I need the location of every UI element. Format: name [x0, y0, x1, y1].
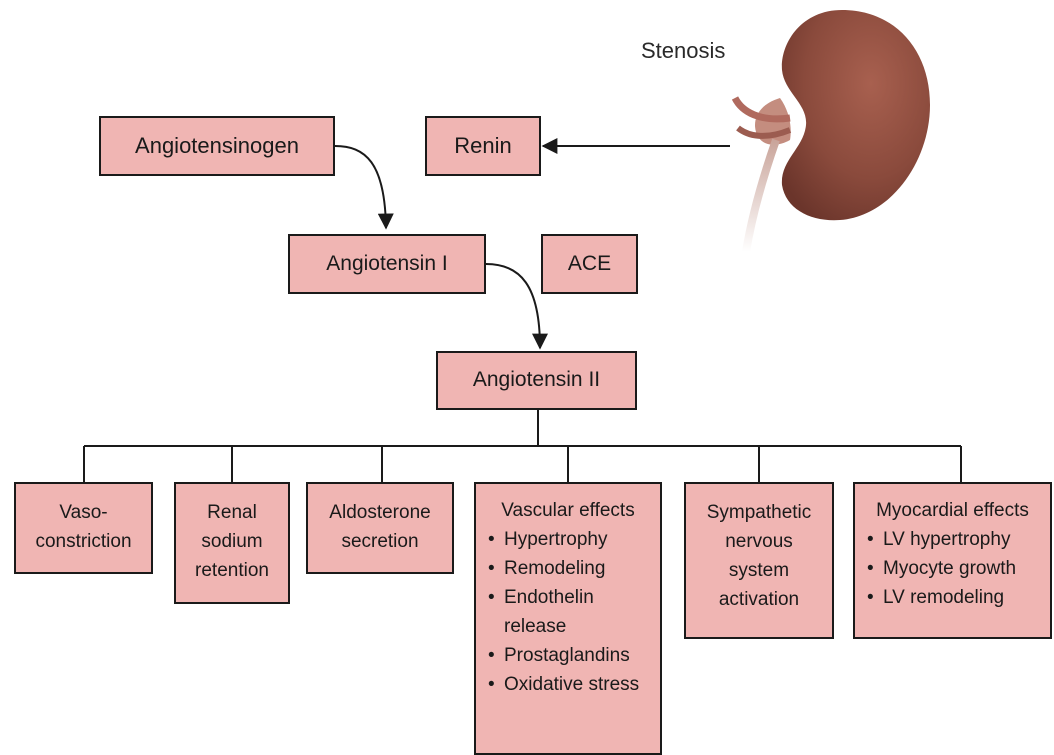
renin-box: Renin	[425, 116, 541, 176]
arrow-angiotensinogen-to-angiotensin-i	[335, 146, 386, 228]
sympathetic-line-2: nervous	[686, 527, 832, 556]
angiotensinogen-box: Angiotensinogen	[99, 116, 335, 176]
myocardial-effects-list: •LV hypertrophy •Myocyte growth •LV remo…	[855, 525, 1050, 612]
vascular-item: •Hypertrophy	[488, 525, 660, 554]
vasoconstriction-line-2: constriction	[16, 527, 151, 556]
angiotensin-ii-box: Angiotensin II	[436, 351, 637, 410]
vascular-effects-list: •Hypertrophy •Remodeling •Endothelin rel…	[476, 525, 660, 699]
stenosis-label: Stenosis	[641, 38, 725, 64]
vascular-item: •Remodeling	[488, 554, 660, 583]
aldosterone-secretion-box: Aldosterone secretion	[306, 482, 454, 574]
aldosterone-line-2: secretion	[308, 527, 452, 556]
renal-sodium-retention-box: Renal sodium retention	[174, 482, 290, 604]
vascular-effects-title: Vascular effects	[476, 496, 660, 525]
vascular-effects-box: Vascular effects •Hypertrophy •Remodelin…	[474, 482, 662, 755]
renal-sodium-line-1: Renal	[176, 498, 288, 527]
sympathetic-line-3: system	[686, 556, 832, 585]
sympathetic-line-4: activation	[686, 585, 832, 614]
myocardial-item: •LV hypertrophy	[867, 525, 1050, 554]
aldosterone-line-1: Aldosterone	[308, 498, 452, 527]
myocardial-effects-box: Myocardial effects •LV hypertrophy •Myoc…	[853, 482, 1052, 639]
ace-label: ACE	[568, 251, 611, 277]
vascular-item: •Prostaglandins	[488, 641, 660, 670]
myocardial-item: •LV remodeling	[867, 583, 1050, 612]
vasoconstriction-box: Vaso- constriction	[14, 482, 153, 574]
myocardial-item: •Myocyte growth	[867, 554, 1050, 583]
kidney-icon	[735, 10, 930, 252]
sympathetic-line-1: Sympathetic	[686, 498, 832, 527]
angiotensin-i-label: Angiotensin I	[326, 251, 447, 277]
vasoconstriction-line-1: Vaso-	[16, 498, 151, 527]
ace-box: ACE	[541, 234, 638, 294]
renin-label: Renin	[454, 132, 511, 160]
renal-sodium-line-3: retention	[176, 556, 288, 585]
myocardial-effects-title: Myocardial effects	[855, 496, 1050, 525]
vascular-item: •Endothelin release	[488, 583, 660, 641]
renal-sodium-line-2: sodium	[176, 527, 288, 556]
effects-tree	[84, 410, 961, 482]
arrow-angiotensin-i-to-angiotensin-ii	[486, 264, 540, 348]
sympathetic-activation-box: Sympathetic nervous system activation	[684, 482, 834, 639]
angiotensin-ii-label: Angiotensin II	[473, 367, 600, 393]
angiotensinogen-label: Angiotensinogen	[135, 132, 299, 160]
angiotensin-i-box: Angiotensin I	[288, 234, 486, 294]
vascular-item: •Oxidative stress	[488, 670, 660, 699]
